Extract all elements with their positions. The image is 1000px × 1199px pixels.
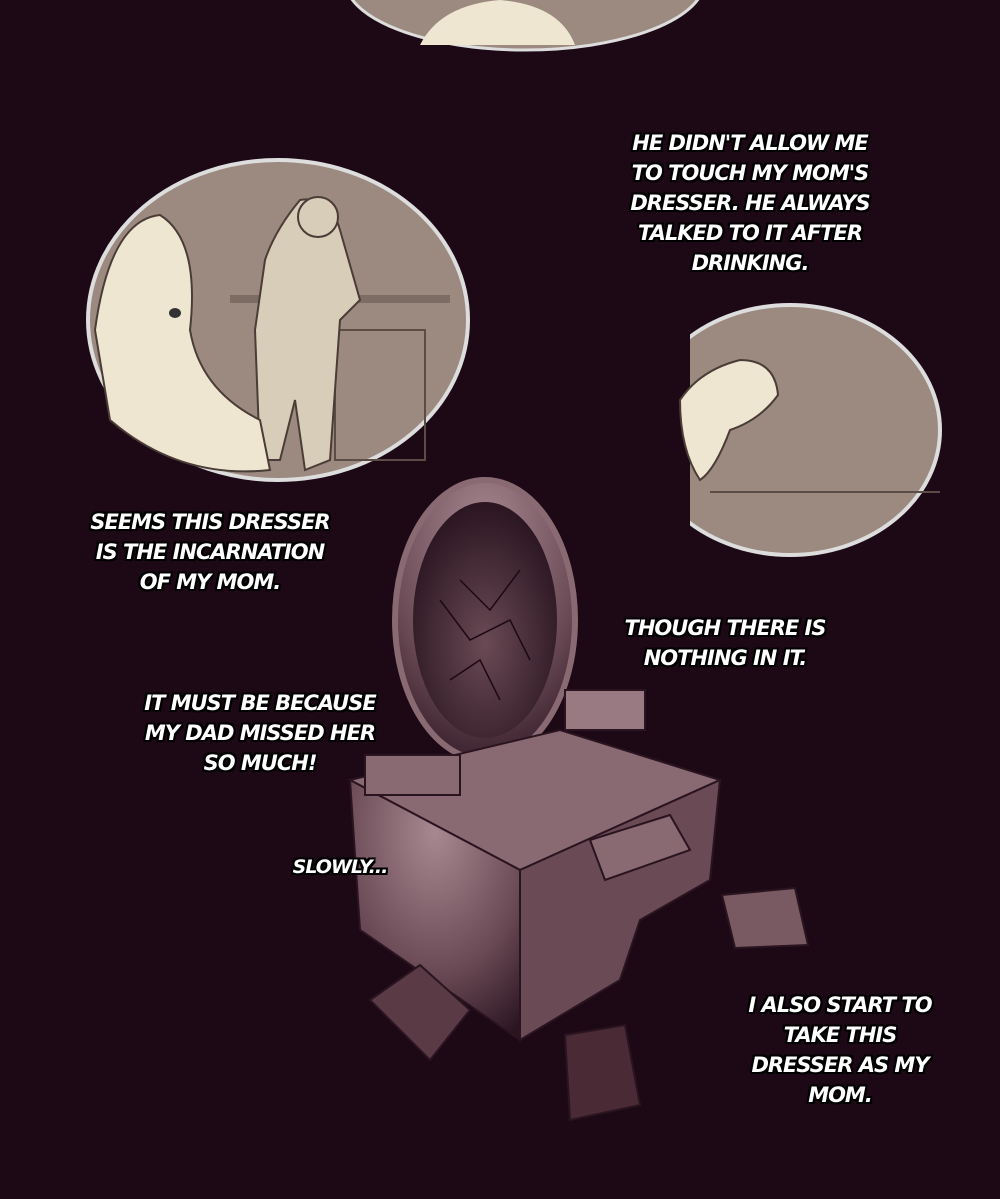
caption-line: TALKED TO IT AFTER	[637, 221, 863, 245]
caption-line: IS THE INCARNATION	[95, 540, 325, 564]
caption-line: DRINKING.	[691, 251, 810, 275]
caption-line: SEEMS THIS DRESSER	[90, 510, 330, 534]
caption-line: OF MY MOM.	[139, 570, 282, 594]
dresser-illustration	[347, 477, 810, 1122]
panel-father-at-dresser	[86, 158, 470, 482]
caption-line: NOTHING IN IT.	[643, 646, 808, 670]
caption-line: MOM.	[808, 1083, 873, 1107]
caption-line: SLOWLY...	[292, 856, 389, 878]
caption-line: DRESSER. HE ALWAYS	[630, 191, 870, 215]
panel-hand	[630, 300, 942, 560]
caption-line: TAKE THIS	[783, 1023, 898, 1047]
caption-line: HE DIDN'T ALLOW ME	[632, 131, 868, 155]
caption-line: IT MUST BE BECAUSE	[144, 691, 376, 715]
caption-dresser-as-mom: I ALSO START TO TAKE THIS DRESSER AS MY …	[710, 990, 970, 1110]
caption-line: MY DAD MISSED HER	[144, 721, 376, 745]
caption-line: THOUGH THERE IS	[624, 616, 827, 640]
top-panel	[350, 0, 700, 52]
caption-slowly: SLOWLY...	[270, 852, 410, 882]
caption-nothing-in-it: THOUGH THERE IS NOTHING IN IT.	[590, 613, 860, 673]
caption-dad-missed-her: IT MUST BE BECAUSE MY DAD MISSED HER SO …	[115, 688, 405, 778]
caption-line: SO MUCH!	[203, 751, 318, 775]
caption-incarnation: SEEMS THIS DRESSER IS THE INCARNATION OF…	[50, 507, 370, 597]
caption-dresser-forbidden: HE DIDN'T ALLOW ME TO TOUCH MY MOM'S DRE…	[590, 128, 910, 278]
caption-line: I ALSO START TO	[748, 993, 932, 1017]
caption-line: TO TOUCH MY MOM'S	[631, 161, 870, 185]
caption-line: DRESSER AS MY	[751, 1053, 929, 1077]
